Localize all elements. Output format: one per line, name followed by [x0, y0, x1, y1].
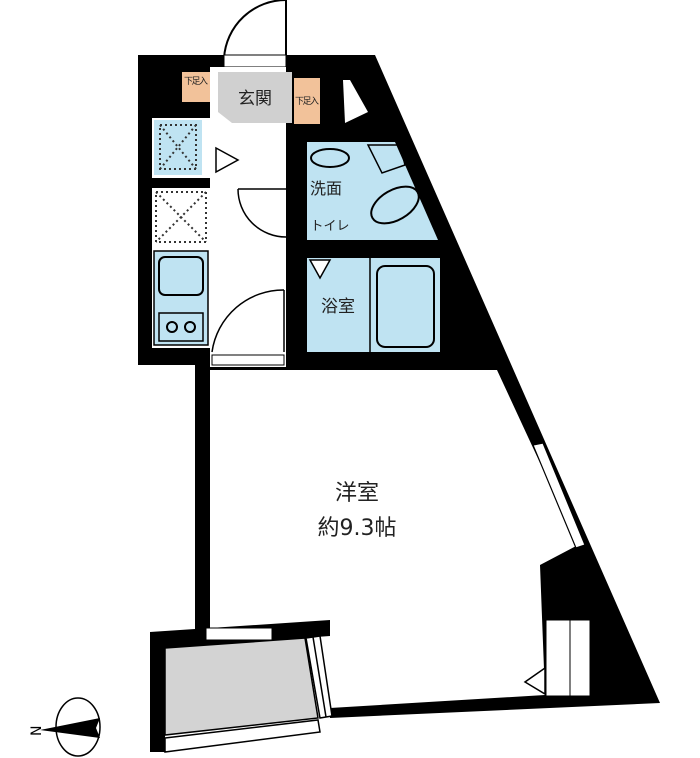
washroom-door	[237, 188, 287, 238]
shoe-box-left	[182, 72, 210, 102]
toilet-bowl	[370, 185, 420, 225]
burner-icon	[184, 321, 196, 333]
closet-window	[545, 619, 591, 697]
balcony-door	[305, 635, 333, 719]
entrance-door	[223, 0, 287, 59]
burner-icon	[166, 321, 178, 333]
room-door	[211, 289, 285, 353]
room-door-opening	[211, 354, 285, 366]
bathroom-door-mark	[308, 259, 332, 280]
western-room-label: 洋室	[335, 481, 379, 506]
bathtub	[376, 265, 435, 348]
compass-north-label: N	[29, 726, 45, 736]
shoe-box-right	[294, 78, 320, 124]
closet	[343, 80, 368, 123]
closet-door-mark	[523, 666, 546, 696]
entrance-label: 玄関	[238, 89, 272, 109]
entrance-opening	[223, 54, 287, 68]
toilet-label: トイレ	[310, 219, 349, 234]
balcony-rail	[164, 719, 321, 753]
door-mark-kitchen	[215, 146, 240, 174]
stove	[158, 312, 204, 342]
shoe-box-left-label: 下足入	[184, 76, 208, 87]
washroom-label: 洗面	[310, 179, 342, 198]
refrigerator-space	[154, 120, 202, 175]
bathroom-label: 浴室	[321, 297, 355, 317]
entrance-floor	[218, 72, 292, 123]
kitchen-divider	[138, 178, 210, 188]
sink	[158, 256, 204, 296]
western-room-size: 約9.3帖	[318, 516, 397, 541]
room-window	[532, 442, 586, 549]
balcony	[164, 637, 319, 736]
toilet-cabinet	[366, 144, 406, 174]
balcony-window	[205, 627, 273, 641]
shoe-box-right-label: 下足入	[295, 96, 319, 107]
balcony-wall	[150, 620, 330, 752]
compass-icon: N	[29, 697, 101, 757]
washer-space	[155, 191, 207, 243]
wash-basin	[310, 148, 350, 168]
